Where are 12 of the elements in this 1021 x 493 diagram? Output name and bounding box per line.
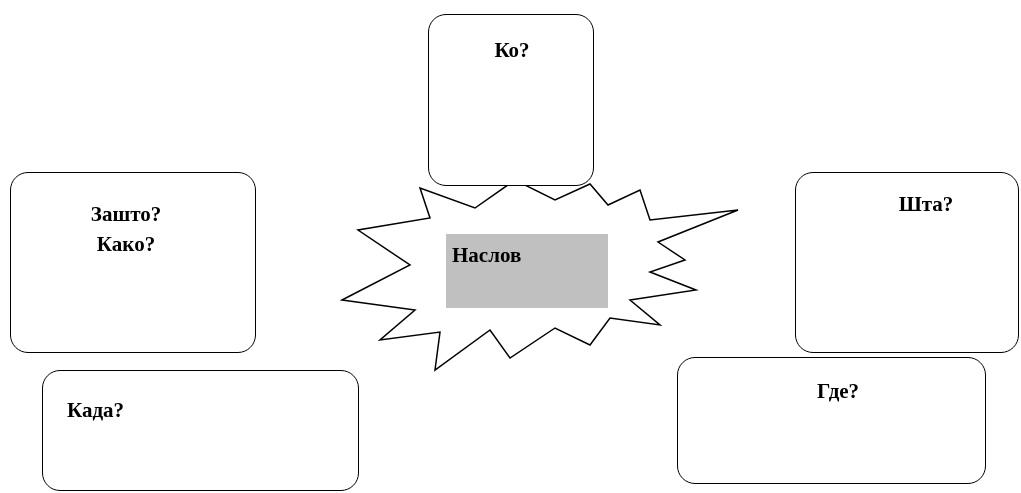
rounded-box [42,370,359,491]
rounded-box [428,14,594,186]
question-label: Зашто? Како? [89,201,163,258]
question-label: Шта? [897,191,955,218]
rounded-box [10,172,256,353]
title-text: Наслов [452,242,523,269]
question-label: Ко? [493,37,531,64]
question-label: Где? [815,378,861,405]
rounded-box [795,172,1019,353]
title-box [446,234,608,308]
rounded-box [677,357,986,484]
question-label: Када? [67,397,126,424]
